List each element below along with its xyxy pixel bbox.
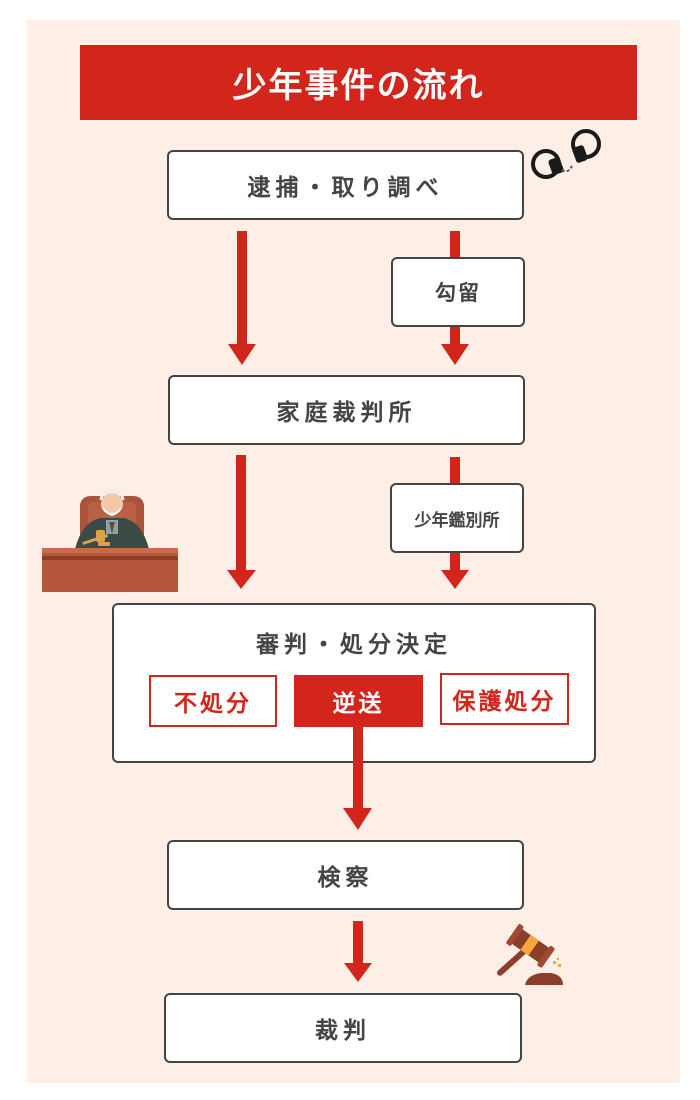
gavel-icon: [497, 924, 563, 985]
arrow-court-to-hearing-left: [227, 455, 256, 589]
option-transfer: 逆送: [294, 675, 423, 727]
desk-gavel: [82, 530, 110, 546]
judge-illustration: [42, 489, 178, 592]
judge-desk: [42, 548, 178, 592]
node-prosecution: 検察: [167, 840, 524, 910]
diagram-title: 少年事件の流れ: [80, 45, 637, 120]
transfer-connector: [353, 724, 363, 810]
node-detention: 勾留: [391, 257, 525, 327]
option-protective-disposition: 保護処分: [440, 673, 569, 725]
node-arrest: 逮捕・取り調べ: [167, 150, 524, 220]
hearing-title: 審判・処分決定: [256, 632, 452, 658]
option-no-disposition: 不処分: [149, 675, 277, 727]
node-family-court: 家庭裁判所: [168, 375, 525, 445]
node-trial: 裁判: [164, 993, 522, 1063]
handcuffs-icon: [531, 129, 601, 179]
arrow-arrest-to-court-left: [228, 231, 256, 365]
judge-head: [101, 493, 123, 515]
node-classification-home: 少年鑑別所: [390, 483, 524, 553]
arrow-prosecution-to-trial: [344, 921, 372, 982]
